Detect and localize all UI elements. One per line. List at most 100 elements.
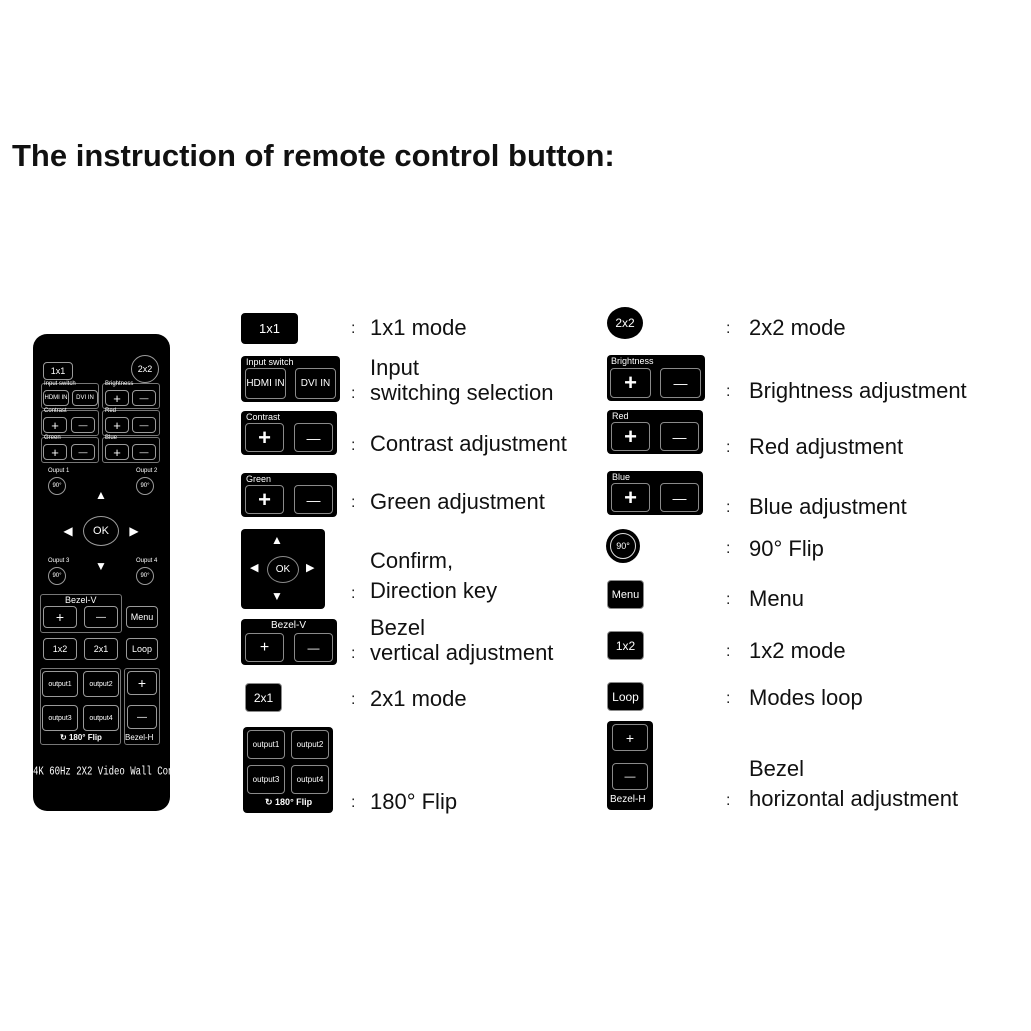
remote-green-group: [41, 437, 99, 463]
icon-bezel-v-minus: —: [294, 633, 333, 662]
remote-1x1-button[interactable]: 1x1: [43, 362, 73, 380]
icon-2x1-button: 2x1: [245, 683, 282, 712]
colon: :: [351, 585, 356, 602]
icon-input-switch-group: Input switch HDMI IN DVI IN: [241, 356, 340, 402]
remote-down-arrow-icon[interactable]: ▼: [95, 559, 107, 573]
desc-green: Green adjustment: [370, 489, 545, 514]
desc-bezel-h-line1: Bezel: [749, 756, 805, 781]
right-arrow-icon: ▶: [306, 562, 315, 574]
icon-red-label: Red: [612, 411, 629, 421]
desc-contrast: Contrast adjustment: [370, 431, 567, 456]
remote-dvi-in-button[interactable]: DVI IN: [72, 390, 98, 406]
remote-output3-label: Ouput 3: [48, 558, 70, 564]
remote-menu-button[interactable]: Menu: [126, 606, 158, 628]
remote-blue-plus[interactable]: +: [105, 444, 129, 460]
icon-blue-plus: +: [611, 483, 650, 512]
remote-bezel-h-group: [124, 668, 160, 745]
colon: :: [726, 690, 731, 707]
remote-contrast-minus[interactable]: —: [71, 417, 95, 433]
remote-bezel-v-plus[interactable]: +: [43, 606, 77, 628]
icon-output4-button: output4: [291, 765, 329, 794]
remote-bezel-h-label: Bezel-H: [125, 733, 154, 742]
remote-green-minus[interactable]: —: [71, 444, 95, 460]
icon-green-group: Green + —: [241, 473, 337, 517]
icon-1x1-button: 1x1: [241, 313, 298, 344]
remote-bezel-v-minus[interactable]: —: [84, 606, 118, 628]
remote-red-plus[interactable]: +: [105, 417, 129, 433]
remote-output4-button[interactable]: output4: [83, 705, 119, 731]
remote-red-group: [102, 410, 160, 436]
remote-flip90-output2[interactable]: 90°: [136, 477, 154, 495]
remote-brightness-minus[interactable]: —: [132, 390, 156, 406]
colon: :: [726, 792, 731, 809]
icon-input-switch-label: Input switch: [246, 357, 294, 367]
plus-icon: +: [258, 486, 271, 512]
remote-brightness-plus[interactable]: +: [105, 390, 129, 406]
remote-left-arrow-icon[interactable]: ◀: [63, 524, 73, 538]
desc-bezel-v-line2: vertical adjustment: [370, 640, 554, 665]
remote-output3-button[interactable]: output3: [42, 705, 78, 731]
desc-confirm-line2: Direction key: [370, 578, 498, 603]
left-arrow-icon: ◀: [250, 562, 259, 574]
remote-blue-label: Blue: [105, 435, 118, 441]
remote-right-arrow-icon[interactable]: ▶: [129, 524, 139, 538]
remote-bezel-h-plus[interactable]: +: [127, 671, 157, 695]
colon: :: [351, 494, 356, 511]
icon-bezel-h-minus: —: [612, 763, 648, 790]
remote-loop-button[interactable]: Loop: [126, 638, 158, 660]
colon: :: [726, 643, 731, 660]
desc-blue: Blue adjustment: [749, 494, 907, 519]
remote-green-plus[interactable]: +: [43, 444, 67, 460]
remote-red-minus[interactable]: —: [132, 417, 156, 433]
icon-brightness-group: Brightness + —: [607, 355, 705, 401]
icon-menu-button: Menu: [607, 580, 644, 609]
icon-green-label: Green: [246, 474, 272, 484]
icon-flip180-text: 180° Flip: [275, 797, 313, 807]
remote-2x2-button[interactable]: 2x2: [131, 355, 159, 383]
colon: :: [726, 320, 731, 337]
remote-flip90-output3[interactable]: 90°: [48, 567, 66, 585]
desc-modes-loop: Modes loop: [749, 685, 863, 710]
desc-1x2-mode: 1x2 mode: [749, 638, 846, 663]
remote-flip90-output1[interactable]: 90°: [48, 477, 66, 495]
remote-hdmi-in-button[interactable]: HDMI IN: [43, 390, 69, 406]
icon-bezel-v-plus: +: [245, 633, 284, 662]
remote-brightness-group: [102, 383, 160, 409]
icon-2x2-button: 2x2: [607, 307, 643, 339]
icon-blue-group: Blue + —: [607, 471, 703, 515]
colon: :: [351, 691, 356, 708]
colon: :: [351, 320, 356, 337]
remote-input-switch-group: [41, 383, 99, 409]
remote-control: 1x1 2x2 Input switch HDMI IN DVI IN Brig…: [33, 334, 211, 811]
icon-bezel-v-group: Bezel-V + —: [241, 619, 337, 665]
desc-brightness: Brightness adjustment: [749, 378, 967, 403]
icon-blue-minus: —: [660, 483, 699, 512]
desc-2x2-mode: 2x2 mode: [749, 315, 846, 340]
icon-ok-button: OK: [267, 556, 299, 583]
icon-bezel-h-label: Bezel-H: [610, 794, 646, 805]
remote-contrast-plus[interactable]: +: [43, 417, 67, 433]
colon: :: [726, 383, 731, 400]
remote-bezel-h-minus[interactable]: —: [127, 705, 157, 729]
icon-bezel-v-label: Bezel-V: [271, 620, 307, 631]
remote-1x2-button[interactable]: 1x2: [43, 638, 77, 660]
desc-red: Red adjustment: [749, 434, 904, 459]
plus-icon: +: [624, 423, 637, 449]
plus-icon: +: [258, 424, 271, 450]
desc-2x1-mode: 2x1 mode: [370, 686, 467, 711]
desc-confirm-line1: Confirm,: [370, 548, 454, 573]
colon: :: [351, 385, 356, 402]
icon-red-minus: —: [660, 422, 699, 451]
remote-2x1-button[interactable]: 2x1: [84, 638, 118, 660]
remote-contrast-group: [41, 410, 99, 436]
remote-ok-button[interactable]: OK: [83, 516, 119, 546]
remote-flip90-output4[interactable]: 90°: [136, 567, 154, 585]
remote-output1-button[interactable]: output1: [42, 671, 78, 697]
remote-output2-button[interactable]: output2: [83, 671, 119, 697]
remote-up-arrow-icon[interactable]: ▲: [95, 488, 107, 502]
icon-contrast-label: Contrast: [246, 412, 281, 422]
remote-blue-minus[interactable]: —: [132, 444, 156, 460]
colon: :: [726, 540, 731, 557]
colon: :: [726, 439, 731, 456]
plus-icon: +: [624, 484, 637, 510]
